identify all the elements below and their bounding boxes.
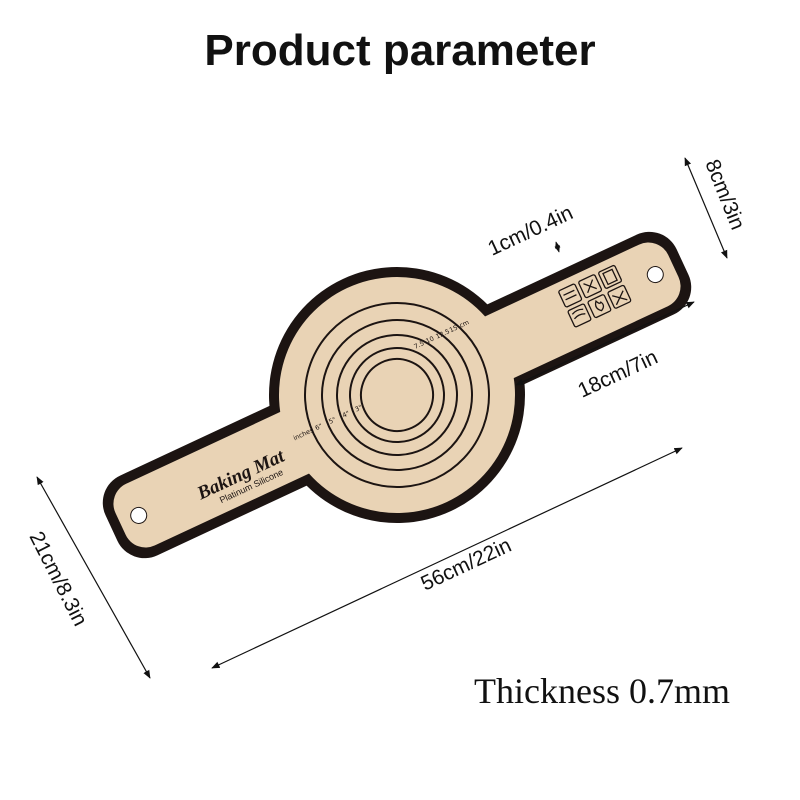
cm-mark: 10 [425, 335, 436, 346]
thickness-label: Thickness 0.7mm [474, 671, 730, 711]
mat-ring [360, 358, 434, 432]
cm-mark: 7.5 [413, 339, 426, 351]
strap-thickness-label: 1cm/0.4in [484, 201, 576, 260]
no-cut-icon [578, 274, 603, 299]
handle-length-arrow [515, 301, 695, 386]
circle-width-arrow [36, 476, 151, 679]
handle-width-label: 8cm/3in [700, 156, 749, 233]
freezer-icon [598, 264, 623, 289]
baking-mat: 7.5 10 12.5 15 cm inches 6" 5" 4" 3" Bak… [102, 231, 692, 559]
inch-mark: 6" [314, 422, 324, 432]
page-title: Product parameter [204, 26, 596, 75]
mat-hole-right [646, 266, 664, 284]
inch-mark: 4" [341, 409, 351, 419]
mat-ring [349, 347, 445, 443]
oven-icon [558, 283, 583, 308]
cm-mark: cm [458, 318, 470, 329]
inch-mark: 3" [354, 403, 364, 413]
circle-width-label: 21cm/8.3in [25, 528, 92, 630]
mat-circle-surface [279, 277, 515, 513]
total-length-arrow [211, 447, 683, 669]
cm-mark: 15 [448, 324, 459, 335]
handle-width-arrow [684, 157, 728, 259]
strap-thickness-arrow [554, 241, 561, 253]
inch-mark: 5" [327, 416, 337, 426]
